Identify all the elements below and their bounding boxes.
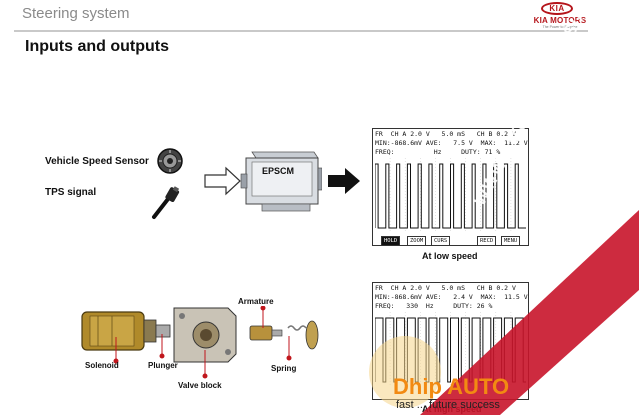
label-valve-block: Valve block [178,381,222,390]
oscilloscope-high-speed: FR CH A 2.0 V 5.0 mS CH B 0.2 V MIN:-868… [372,282,529,400]
scope-low-pwm-trace [375,163,526,229]
caption-high-speed: At high speed [422,404,482,414]
solenoid-valve-assembly [78,300,323,375]
scope-low-row-2: MIN:-868.6mV AVE: 7.5 V MAX: 11.2 V [375,139,528,147]
output-arrow-icon [327,166,361,201]
scope-recd-button[interactable]: RECD [477,236,497,246]
logo-brand: KIA MOTORS [533,16,587,25]
label-solenoid: Solenoid [85,361,119,370]
epscm-label: EPSCM [262,166,295,176]
scope-high-waveform [375,312,526,386]
label-plunger: Plunger [148,361,178,370]
scope-menu-button[interactable]: MENU [501,236,521,246]
label-pointer-spring [286,336,292,367]
epscm-module: EPSCM [240,148,323,219]
scope-high-pwm-trace [375,317,526,383]
caption-low-speed: At low speed [422,251,478,261]
scope-zoom-button[interactable]: ZOOM [407,236,427,246]
logo-tagline: The Power to Surprise [542,25,578,29]
speed-sensor-icon [155,146,185,181]
input-arrow-icon [204,166,242,201]
label-pointer-plunger [159,334,165,365]
oscilloscope-low-speed: FR CH A 2.0 V 5.0 mS CH B 0.2 V MIN:-868… [372,128,529,246]
scope-high-row-2: MIN:-868.6mV AVE: 2.4 V MAX: 11.5 V [375,293,528,301]
scope-high-row-3: FREQ: 330 Hz DUTY: 26 % [375,302,493,310]
label-pointer-armature [260,305,266,335]
vehicle-speed-sensor-label: Vehicle Speed Sensor [45,156,149,167]
tps-sensor-icon [150,185,182,226]
kia-logo: KIA KIA MOTORS The Power to Surprise [528,1,588,31]
tps-signal-label: TPS signal [45,187,97,198]
scope-curs-button[interactable]: CURS [431,236,451,246]
scope-low-row-3: FREQ: Hz DUTY: 71 % [375,148,501,156]
label-spring: Spring [271,364,297,373]
scope-low-row-1: FR CH A 2.0 V 5.0 mS CH B 0.2 V [375,130,516,138]
header-divider [14,30,588,32]
scope-low-waveform [375,158,526,232]
label-pointer-solenoid [113,337,119,370]
label-armature: Armature [238,297,274,306]
scope-high-row-1: FR CH A 2.0 V 5.0 mS CH B 0.2 V [375,284,516,292]
page-header-title: Steering system [22,5,130,22]
section-title: Inputs and outputs [25,38,169,55]
label-pointer-valve-block [202,350,208,385]
logo-oval [541,2,573,15]
scope-hold-button[interactable]: HOLD [381,236,401,246]
logo-oval-text: KIA [549,4,565,13]
